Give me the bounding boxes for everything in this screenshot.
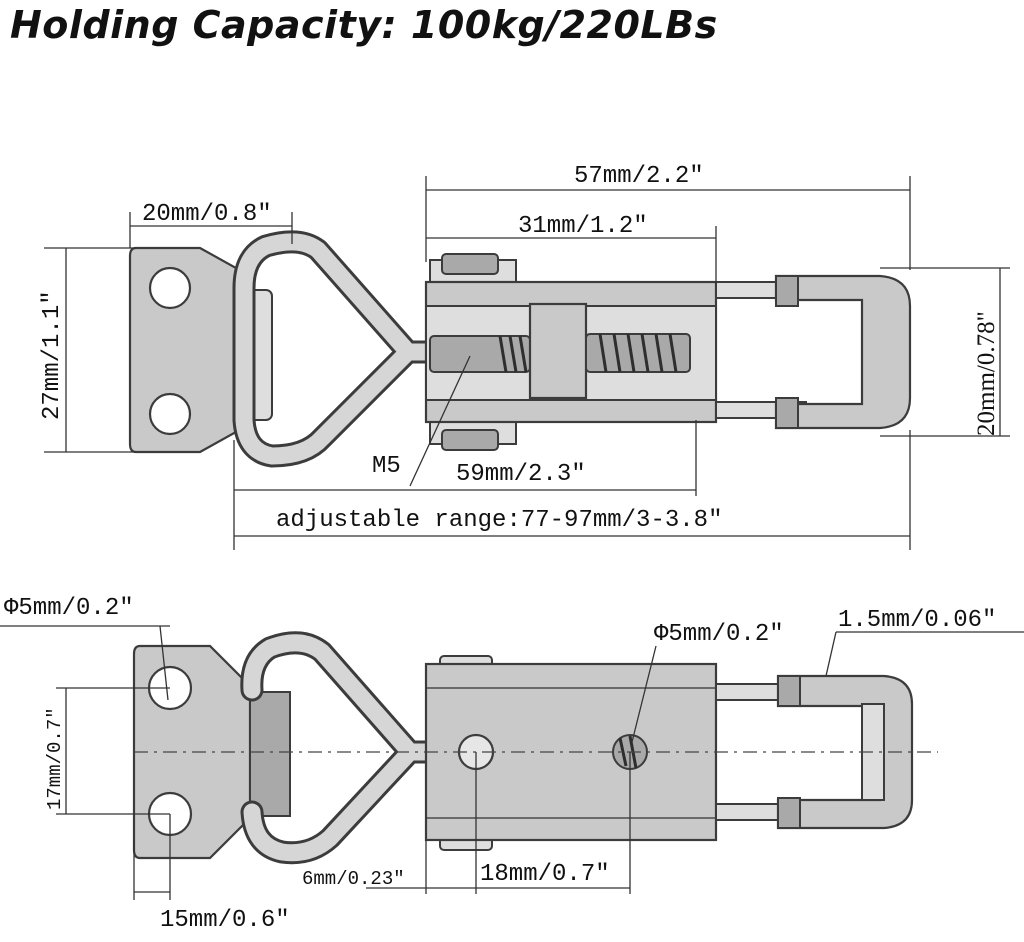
top-adjust-nut	[528, 302, 588, 400]
dim-body-hole-diameter: Φ5mm/0.2″	[654, 621, 784, 648]
dim-plate-hole-diameter: Φ5mm/0.2″	[4, 595, 134, 622]
bottom-hook-arm-upper	[715, 683, 787, 701]
top-threaded-rod-right	[585, 333, 691, 373]
dim-overall-length: 57mm/2.2″	[574, 163, 704, 190]
dim-hole-spacing-vertical: 17mm/0.7″	[44, 707, 66, 810]
bottom-hook-arm-lower	[715, 803, 787, 821]
dim-hook-height: 20mm/0.78"	[973, 311, 1000, 436]
dim-hole-offset: 6mm/0.23″	[302, 868, 405, 890]
top-view: 57mm/2.2″ 31mm/1.2″ 20mm/0.8″ 27mm/1.1″ …	[39, 163, 1010, 550]
dim-body-length: 31mm/1.2″	[518, 213, 648, 240]
holding-capacity-title: Holding Capacity: 100kg/220LBs	[10, 3, 718, 47]
top-thread-left	[498, 335, 528, 373]
dim-bail-width: 20mm/0.8″	[142, 201, 272, 228]
bottom-view: Φ5mm/0.2″ Φ5mm/0.2″ 1.5mm/0.06″ 17mm/0.7…	[0, 595, 1024, 934]
top-plate-hole-upper	[148, 266, 192, 310]
bottom-bail-pad	[249, 691, 291, 817]
dim-plate-hole-horizontal: 15mm/0.6″	[160, 907, 290, 934]
dim-body-hole-spacing: 18mm/0.7″	[480, 861, 610, 888]
dim-adjustable-range: adjustable range:77-97mm/3-3.8″	[276, 507, 722, 534]
dim-hook-thickness: 1.5mm/0.06″	[838, 607, 996, 634]
top-plate-hole-lower	[148, 392, 192, 436]
screw-size-label: M5	[372, 453, 401, 480]
dim-closed-length: 59mm/2.3″	[456, 461, 586, 488]
dim-plate-height: 27mm/1.1″	[39, 290, 66, 420]
top-thread-right	[598, 333, 678, 373]
